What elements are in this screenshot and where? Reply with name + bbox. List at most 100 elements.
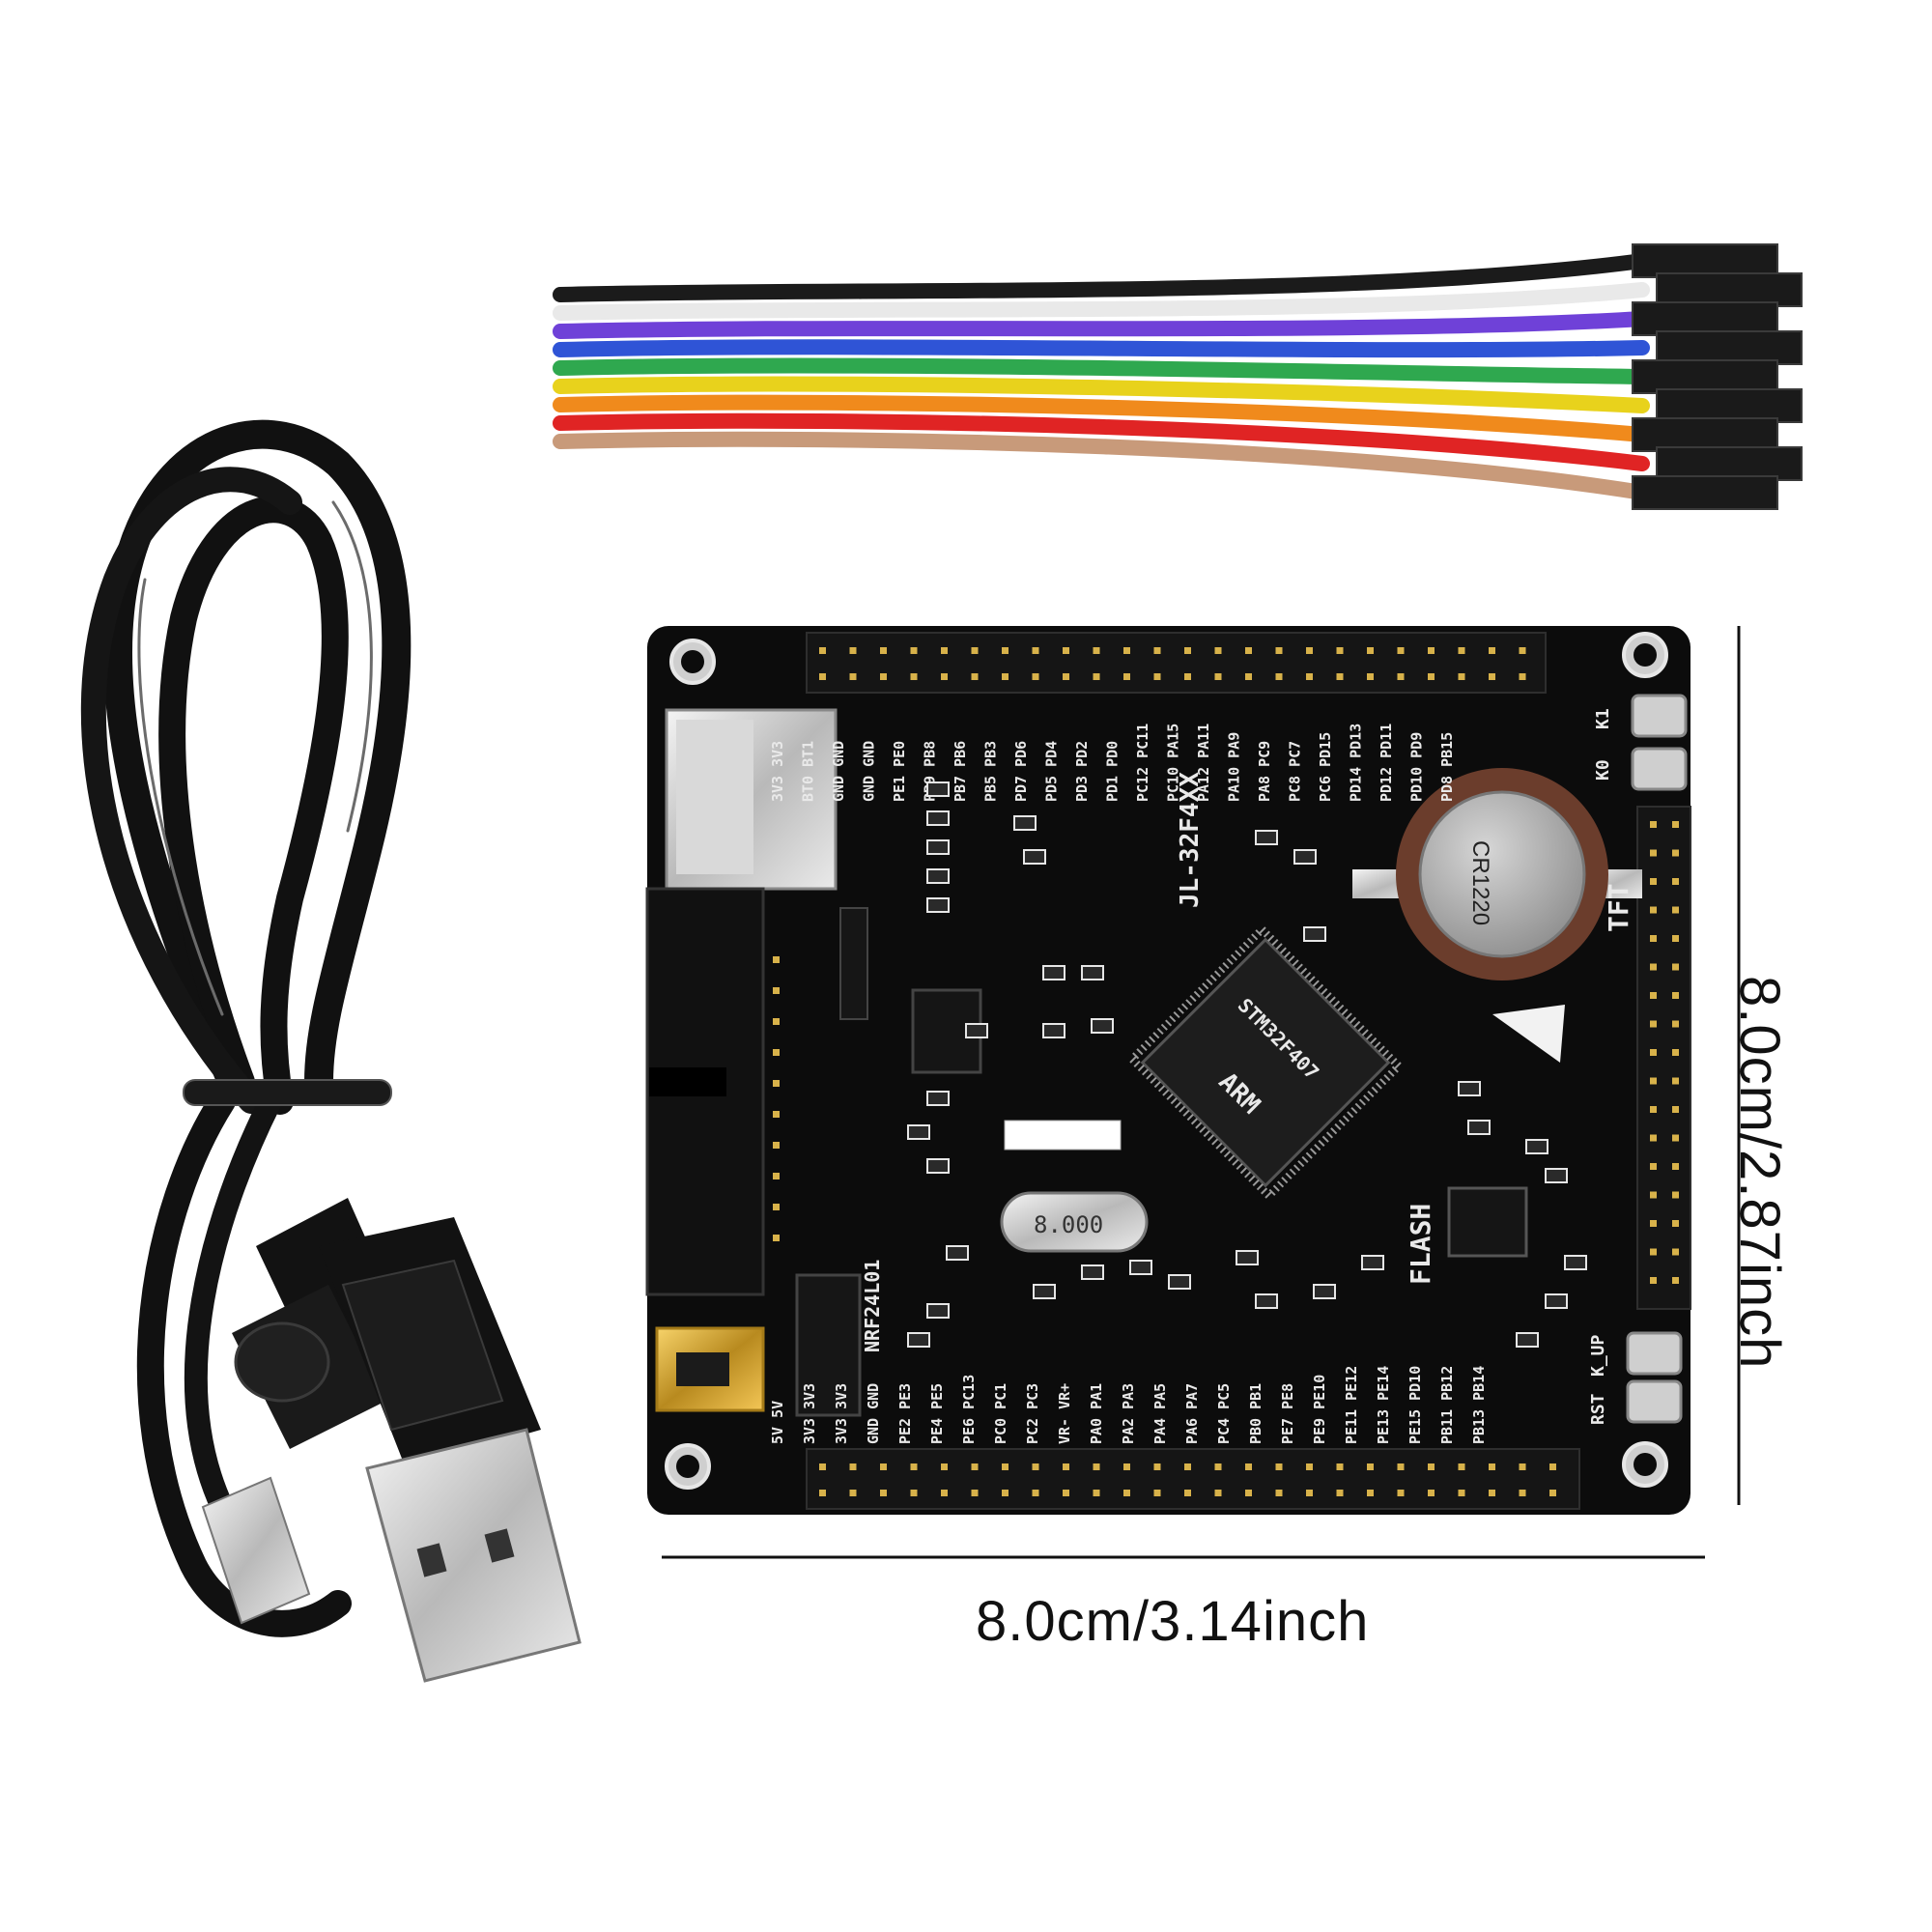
header-pin	[1032, 1463, 1039, 1470]
header-pin	[849, 1463, 857, 1470]
header-pin	[773, 1235, 780, 1241]
key-rst-label: RST	[1588, 1393, 1608, 1425]
header-pin	[1214, 1490, 1222, 1496]
header-pin	[819, 1463, 826, 1470]
header-pin	[1123, 1463, 1130, 1470]
header-pin	[1063, 647, 1069, 654]
header-pin	[910, 1490, 918, 1496]
header-pin	[1650, 906, 1657, 914]
dupont-connector	[1656, 446, 1803, 481]
pin-label: PC6 PD15	[1317, 732, 1334, 802]
header-pin	[1650, 1020, 1657, 1028]
pin-label: BT0 BT1	[800, 741, 817, 802]
pin-label: 3V3 3V3	[801, 1383, 818, 1444]
header-pin	[1519, 647, 1526, 654]
smd-component	[1545, 1168, 1568, 1183]
jumper-wire	[553, 311, 1650, 339]
pin-label: PA12 PA11	[1195, 724, 1212, 802]
header-pin	[1275, 673, 1283, 680]
coin-battery: CR1220	[1352, 768, 1642, 980]
pin-label: 5V 5V	[769, 1401, 786, 1444]
header-pin	[1672, 1020, 1679, 1028]
header-bottom	[806, 1448, 1580, 1510]
header-tft	[1636, 806, 1691, 1310]
header-pin	[971, 1490, 979, 1496]
header-pin	[1275, 1490, 1283, 1496]
header-pin	[773, 956, 780, 963]
header-pin	[1397, 1463, 1405, 1470]
header-pin	[1367, 673, 1374, 680]
header-pin	[1367, 647, 1374, 654]
pin-label: GND GND	[861, 741, 878, 802]
smd-component	[926, 897, 950, 913]
smd-component	[1129, 1260, 1152, 1275]
cable-loop-outer	[102, 419, 412, 1096]
header-pin	[1123, 1490, 1130, 1496]
header-pin	[773, 1049, 780, 1056]
nrf-header	[795, 1273, 862, 1417]
header-pin	[1063, 1463, 1069, 1470]
pin-label: PD7 PD6	[1012, 741, 1030, 802]
smd-component	[926, 1303, 950, 1319]
pin-label: PD1 PD0	[1104, 741, 1122, 802]
cable-tie	[183, 1079, 392, 1106]
dupont-connector	[1632, 359, 1778, 394]
jumper-wire	[553, 357, 1650, 384]
header-pin	[971, 673, 979, 680]
header-pin	[941, 673, 948, 680]
jumper-wire	[553, 339, 1650, 358]
header-pin	[1123, 647, 1130, 654]
header-pin	[971, 647, 979, 654]
pin-label: 3V3 3V3	[833, 1383, 850, 1444]
header-pin	[773, 1142, 780, 1149]
header-pin	[1650, 1248, 1657, 1256]
st-logo	[1492, 1005, 1565, 1063]
header-pin	[1214, 647, 1222, 654]
pin-label: PD5 PD4	[1043, 741, 1061, 802]
header-pin	[880, 647, 887, 654]
smd-component	[926, 781, 950, 797]
smd-component	[1313, 1284, 1336, 1299]
key-k1-label: K1	[1593, 708, 1613, 729]
header-pin	[1672, 878, 1679, 885]
header-pin	[1275, 647, 1283, 654]
header-pin	[1184, 647, 1191, 654]
header-pin	[1245, 673, 1252, 680]
pin-label: PA4 PA5	[1151, 1383, 1169, 1444]
header-pin	[941, 647, 948, 654]
smd-component	[1033, 1284, 1056, 1299]
header-pin	[1519, 1490, 1526, 1496]
pin-label: PD10 PD9	[1408, 732, 1426, 802]
width-dimension-label: 8.0cm/3.14inch	[976, 1590, 1370, 1653]
pin-label: PE4 PE5	[928, 1383, 946, 1444]
header-pin	[1245, 1463, 1252, 1470]
header-pin	[1650, 935, 1657, 942]
header-pin	[773, 1080, 780, 1087]
smd-component	[1516, 1332, 1539, 1348]
smd-component	[1525, 1139, 1548, 1154]
header-pin	[1428, 673, 1435, 680]
pin-label: 3V3 3V3	[769, 741, 786, 802]
header-pin	[1397, 673, 1405, 680]
header-pin	[1650, 1191, 1657, 1199]
pin-label: PE13 PE14	[1375, 1366, 1392, 1444]
smd-component	[1467, 1120, 1491, 1135]
header-pin	[1336, 1490, 1344, 1496]
header-pin	[1549, 1490, 1556, 1496]
header-pin	[819, 647, 826, 654]
header-pin	[1458, 647, 1465, 654]
smd-component	[1293, 849, 1317, 865]
header-pin	[941, 1490, 948, 1496]
header-pin	[819, 673, 826, 680]
dupont-connector	[1656, 272, 1803, 307]
header-pin	[1002, 1490, 1009, 1496]
header-pin	[1153, 1463, 1161, 1470]
crystal-small	[1004, 1120, 1122, 1151]
header-pin	[1275, 1463, 1283, 1470]
header-pin	[1650, 849, 1657, 857]
header-pin	[1397, 647, 1405, 654]
pin-label: GND GND	[865, 1383, 882, 1444]
jumper-wire	[553, 394, 1650, 442]
header-pin	[1093, 1490, 1100, 1496]
